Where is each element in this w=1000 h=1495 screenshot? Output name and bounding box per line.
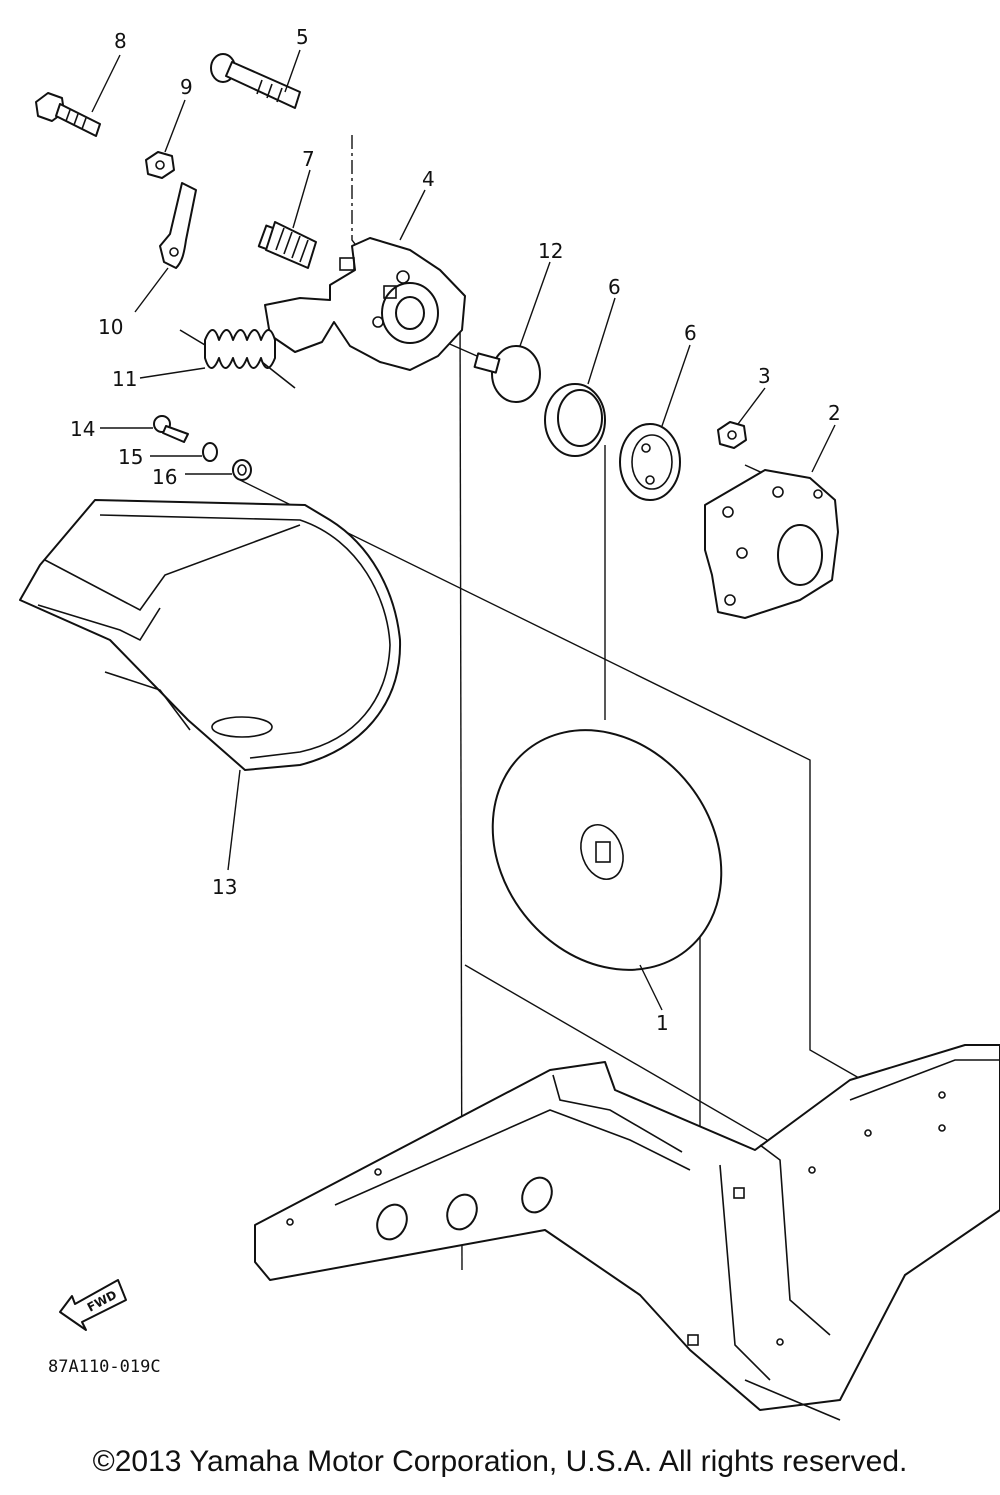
callout-11: 11: [112, 367, 137, 391]
copyright-notice: ©2013 Yamaha Motor Corporation, U.S.A. A…: [92, 1445, 908, 1478]
callout-15: 15: [118, 445, 143, 469]
chassis-frame: [254, 1044, 1000, 1421]
leader-12: [519, 261, 551, 347]
part-1-sheave: [491, 729, 723, 971]
part-14-screw: [153, 415, 189, 443]
leader-11: [139, 367, 206, 379]
leader-6a: [587, 297, 616, 385]
leader-2: [811, 424, 836, 473]
leader-10: [134, 267, 169, 313]
leader-5: [284, 49, 301, 93]
part-4-housing: [264, 237, 466, 371]
leader-3: [737, 387, 766, 425]
part-5-bolt: [210, 53, 301, 109]
part-15-washer: [202, 442, 218, 462]
callout-2: 2: [828, 401, 841, 425]
callout-5: 5: [296, 25, 309, 49]
part-8-bolt: [35, 92, 101, 137]
part-9-nut: [145, 151, 175, 179]
callout-1: 1: [656, 1011, 669, 1035]
callout-7: 7: [302, 147, 315, 171]
callout-14: 14: [70, 417, 95, 441]
part-12-cap: [473, 345, 541, 403]
callout-12: 12: [538, 239, 563, 263]
leader-13: [227, 769, 241, 871]
callout-13: 13: [212, 875, 237, 899]
part-6a-bushing: [544, 383, 606, 457]
callout-3: 3: [758, 364, 771, 388]
callout-10: 10: [98, 315, 123, 339]
callout-16: 16: [152, 465, 177, 489]
callout-labels: 8 5 9 7 4 12 6 6 3 2 10 11 14 15 16 13 1: [70, 25, 841, 1035]
part-6b-washer: [619, 423, 681, 501]
leader-6b: [661, 344, 691, 427]
drawing-code: 87A110-019C: [48, 1357, 161, 1377]
callout-6b: 6: [684, 321, 697, 345]
callout-8: 8: [114, 29, 127, 53]
part-11-spring: [179, 329, 296, 389]
part-16-washer: [232, 459, 252, 481]
part-7-shaft: [257, 221, 317, 269]
part-3-nut: [717, 421, 747, 449]
fwd-arrow-icon: FWD: [59, 1279, 127, 1331]
part-13-guard: [19, 499, 402, 771]
leader-9: [164, 99, 186, 153]
leader-4: [399, 189, 426, 241]
leader-7: [292, 169, 311, 229]
callout-9: 9: [180, 75, 193, 99]
part-2-cover: [704, 469, 839, 619]
callout-4: 4: [422, 167, 435, 191]
leader-1: [639, 964, 663, 1011]
callout-6a: 6: [608, 275, 621, 299]
part-10-lever: [159, 182, 197, 269]
leader-8: [91, 54, 121, 113]
